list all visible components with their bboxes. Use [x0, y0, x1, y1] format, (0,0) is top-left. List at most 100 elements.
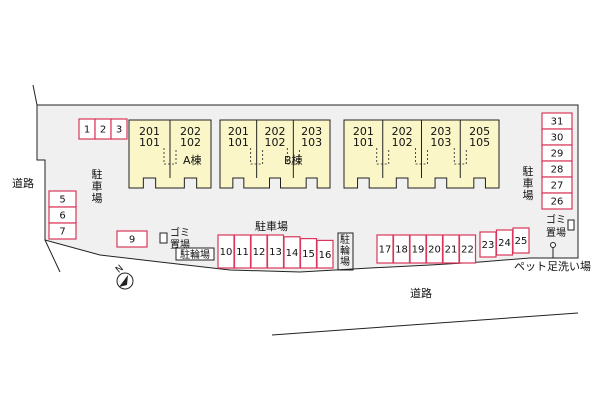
- parking-space-16: 16: [316, 239, 334, 269]
- vertical-char: 場: [340, 255, 350, 268]
- parking-space-number: 11: [236, 247, 249, 258]
- parking-space-number: 3: [116, 125, 122, 136]
- parking-space-3: 3: [110, 118, 128, 140]
- parking-space-number: 28: [551, 165, 564, 176]
- parking-space-box: [48, 222, 77, 240]
- parking-space-number: 20: [428, 245, 441, 256]
- parking-space-7: 7: [48, 222, 77, 240]
- parking-space-26: 26: [541, 192, 573, 210]
- building-name: B棟: [284, 153, 303, 167]
- parking-space-6: 6: [48, 206, 77, 224]
- parking-space-14: 14: [283, 236, 301, 269]
- unit-lower: 102: [392, 136, 413, 149]
- bicycle-box-center: [337, 232, 354, 271]
- parking-space-18: 18: [392, 234, 411, 264]
- road-label-left: 道路: [12, 176, 34, 190]
- pet-wash-marker: [550, 242, 556, 248]
- unit-upper: 202: [265, 125, 286, 138]
- parking-space-2: 2: [94, 118, 112, 140]
- parking-space-number: 7: [59, 227, 65, 238]
- parking-space-box: [110, 118, 128, 140]
- unit-upper: 201: [139, 125, 160, 138]
- parking-space-number: 16: [319, 250, 332, 261]
- parking-label-right: 駐車場: [523, 164, 534, 202]
- garbage-label-right-1: ゴミ: [546, 213, 566, 226]
- stair-dashed: [250, 148, 264, 165]
- parking-space-number: 19: [412, 245, 425, 256]
- parking-space-number: 1: [84, 125, 90, 136]
- north-arrow: N: [114, 264, 134, 290]
- parking-space-number: 2: [100, 125, 106, 136]
- vertical-char: 車: [92, 179, 103, 193]
- parking-space-30: 30: [541, 128, 573, 146]
- stair-dashed: [163, 148, 177, 165]
- building-outline: [219, 119, 331, 189]
- parking-space-22: 22: [458, 234, 477, 264]
- parking-space-21: 21: [442, 234, 460, 264]
- parking-space-number: 5: [59, 195, 65, 206]
- parking-space-28: 28: [541, 160, 573, 178]
- parking-space-13: 13: [266, 234, 285, 269]
- bicycle-label-center: 駐輪場: [340, 233, 350, 268]
- road-edge-left: [32, 84, 38, 106]
- north-arrow-label: N: [114, 264, 126, 276]
- parking-space-number: 26: [551, 197, 564, 208]
- parking-space-15: 15: [299, 238, 318, 269]
- parking-space-number: 17: [379, 245, 392, 256]
- parking-space-number: 27: [551, 181, 564, 192]
- stair-dashed: [415, 148, 428, 165]
- building-name: A棟: [183, 153, 202, 167]
- parking-space-number: 18: [395, 245, 408, 256]
- road-edge-bottom: [271, 312, 579, 336]
- parking-space-number: 25: [515, 236, 528, 247]
- unit-lower: 103: [430, 136, 451, 149]
- unit-upper: 201: [228, 125, 249, 138]
- parking-space-number: 22: [461, 245, 474, 256]
- unit-upper: 203: [301, 125, 322, 138]
- parking-space-17: 17: [376, 234, 394, 264]
- parking-label-left: 駐車場: [92, 167, 103, 205]
- unit-upper: 202: [180, 125, 201, 138]
- parking-label-center: 駐車場: [255, 219, 288, 233]
- parking-space-number: 31: [551, 117, 564, 128]
- stair-dashed: [453, 148, 467, 165]
- parking-space-31: 31: [541, 112, 573, 130]
- bicycle-box-left: [175, 247, 215, 261]
- parking-space-number: 29: [551, 149, 564, 160]
- vertical-char: 車: [523, 176, 534, 190]
- parking-space-box: [316, 239, 334, 269]
- vertical-char: 場: [523, 189, 534, 202]
- unit-lower: 102: [265, 136, 286, 149]
- garbage-box-left: [159, 232, 168, 244]
- parking-space-number: 12: [253, 247, 266, 258]
- unit-lower: 105: [469, 136, 490, 149]
- unit-lower: 101: [228, 136, 249, 149]
- parking-space-number: 23: [482, 240, 495, 251]
- parking-space-number: 24: [498, 238, 511, 249]
- parking-space-number: 9: [129, 235, 135, 246]
- parking-space-20: 20: [425, 234, 444, 264]
- stair-dashed: [286, 148, 300, 165]
- parking-space-number: 6: [59, 211, 65, 222]
- unit-lower: 101: [353, 136, 374, 149]
- parking-space-11: 11: [233, 234, 252, 269]
- parking-space-10: 10: [217, 234, 235, 269]
- unit-lower: 102: [180, 136, 201, 149]
- parking-space-19: 19: [409, 234, 427, 264]
- parking-space-number: 14: [286, 248, 299, 259]
- parking-space-1: 1: [78, 118, 96, 140]
- pet-wash-label: ペット足洗い場: [514, 260, 591, 273]
- parking-space-9: 9: [116, 230, 148, 248]
- unit-lower: 101: [139, 136, 160, 149]
- vertical-char: 駐: [92, 167, 103, 181]
- parking-space-23: 23: [479, 231, 497, 258]
- garbage-label-right-2: 置場: [546, 226, 566, 239]
- unit-lower: 103: [301, 136, 322, 149]
- vertical-char: 駐: [340, 233, 350, 246]
- road-label-bottom: 道路: [410, 286, 432, 300]
